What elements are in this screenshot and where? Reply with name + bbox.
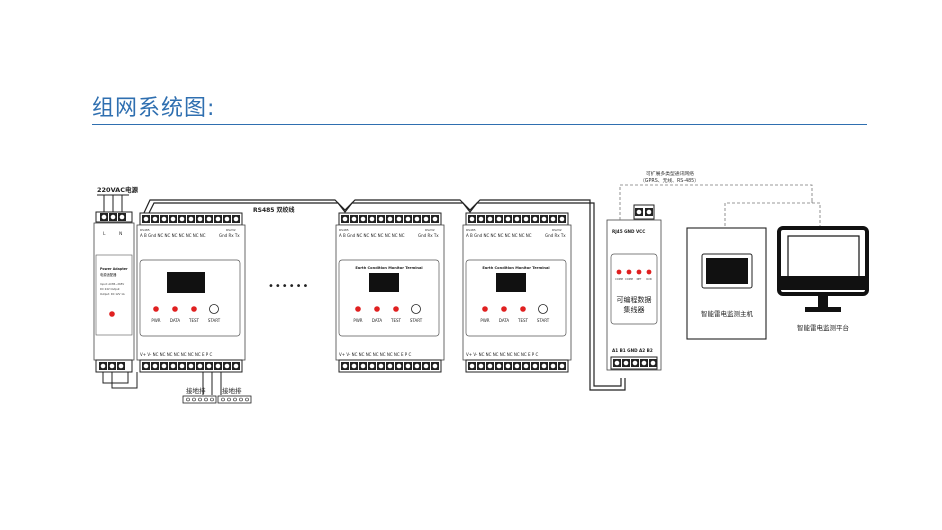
power-input-wires bbox=[97, 194, 129, 212]
top-screw-row bbox=[468, 215, 566, 223]
rs232-tag: RS232 bbox=[226, 228, 236, 232]
rs485-tag: RS485 bbox=[339, 228, 349, 232]
top-pin-labels: A B Gnd NC NC NC NC NC NC NC bbox=[140, 233, 206, 238]
host-label: 智能雷电监测主机 bbox=[701, 309, 754, 318]
data-collector-module: RJ45 GND VCC COMM COMM NET RUN 可编程数据 集线器… bbox=[606, 204, 662, 371]
data-led bbox=[172, 306, 178, 312]
ground-bar-label-1: 接地排 bbox=[186, 386, 206, 395]
collector-label-line2: 集线器 bbox=[624, 305, 645, 314]
terminal-N-label: N bbox=[119, 231, 122, 237]
device-name: Earth Condition Monitor Terminal bbox=[482, 266, 549, 270]
comm1-led bbox=[616, 269, 622, 275]
rs485-bus-wire bbox=[142, 199, 626, 391]
ground-bar-2 bbox=[217, 395, 252, 404]
ground-wiring bbox=[102, 372, 222, 395]
device-name: Earth Condition Monitor Terminal bbox=[355, 266, 422, 270]
power-supply-label: 220VAC电源 bbox=[97, 185, 138, 194]
test-led bbox=[393, 306, 399, 312]
rs485-bus-label: RS485 双绞线 bbox=[253, 206, 295, 214]
page-title: 组网系统图: bbox=[92, 96, 216, 121]
adapter-name: Power Adapter bbox=[100, 267, 128, 271]
communication-network-lines bbox=[619, 184, 821, 228]
test-label: TEST bbox=[517, 318, 529, 323]
adapter-spec-3: Output: DC 12V 1A bbox=[100, 292, 125, 296]
data-label: DATA bbox=[499, 318, 510, 323]
monitoring-host-unit: 智能雷电监测主机 bbox=[686, 227, 767, 340]
run-led-label: RUN bbox=[646, 278, 651, 281]
collector-bottom-pins: A1 B1 GND A2 B2 bbox=[612, 348, 653, 353]
test-label: TEST bbox=[188, 318, 200, 323]
network-note-line1: 可扩展多类型通讯网络 bbox=[646, 170, 694, 177]
title-underline bbox=[92, 124, 867, 125]
ground-bar-label-2: 接地排 bbox=[222, 386, 242, 395]
start-label: START bbox=[410, 318, 423, 323]
data-led bbox=[374, 306, 380, 312]
net-led bbox=[636, 269, 642, 275]
rs232-tag: RS232 bbox=[425, 228, 435, 232]
pwr-led bbox=[355, 306, 361, 312]
display-screen bbox=[167, 272, 205, 293]
more-devices-ellipsis: •••••• bbox=[268, 281, 309, 292]
comm2-led bbox=[626, 269, 632, 275]
rs485-tag: RS485 bbox=[466, 228, 476, 232]
start-label: START bbox=[537, 318, 550, 323]
display-screen bbox=[369, 273, 399, 292]
top-pin-labels-right: Gnd Rx Tx bbox=[418, 233, 439, 238]
pwr-led bbox=[482, 306, 488, 312]
power-adapter-module: L N Power Adapter 电源适配器 Input: AC85~265V… bbox=[93, 211, 135, 373]
top-screw-row bbox=[142, 215, 240, 223]
start-button bbox=[209, 304, 219, 314]
adapter-spec-2: DC 24V Output bbox=[100, 287, 120, 291]
net-led-label: NET bbox=[637, 278, 642, 281]
top-pin-labels: A B Gnd NC NC NC NC NC NC NC bbox=[466, 233, 532, 238]
rs232-tag: RS232 bbox=[552, 228, 562, 232]
pwr-label: PWR bbox=[151, 318, 160, 323]
test-led bbox=[191, 306, 197, 312]
run-led bbox=[646, 269, 652, 275]
start-button bbox=[411, 304, 421, 314]
comm1-led-label: COMM bbox=[615, 278, 623, 281]
top-pin-labels-right: Gnd Rx Tx bbox=[219, 233, 240, 238]
adapter-spec-1: Input: AC85~265V bbox=[100, 282, 124, 286]
test-label: TEST bbox=[390, 318, 402, 323]
platform-label: 智能雷电监测平台 bbox=[797, 323, 849, 332]
top-pin-labels: A B Gnd NC NC NC NC NC NC NC bbox=[339, 233, 405, 238]
top-screw-row bbox=[341, 215, 439, 223]
display-screen bbox=[496, 273, 526, 292]
monitor-terminal-3: RS485 RS232 A B Gnd NC NC NC NC NC NC NC… bbox=[462, 212, 572, 373]
bottom-pin-labels: V+ V- NC NC NC NC NC NC NC E P C bbox=[140, 352, 212, 357]
data-led bbox=[501, 306, 507, 312]
pwr-label: PWR bbox=[480, 318, 489, 323]
test-led bbox=[520, 306, 526, 312]
bottom-screw-row bbox=[341, 362, 439, 370]
monitor-terminal-1: RS485 RS232 A B Gnd NC NC NC NC NC NC NC… bbox=[136, 212, 246, 373]
start-button bbox=[538, 304, 548, 314]
comm2-led-label: COMM bbox=[625, 278, 633, 281]
rs485-tag: RS485 bbox=[140, 228, 150, 232]
pwr-label: PWR bbox=[353, 318, 362, 323]
ground-bar-1 bbox=[182, 395, 217, 404]
network-note-line2: （GPRS、无线、RS-485） bbox=[640, 177, 699, 184]
start-label: START bbox=[208, 318, 221, 323]
bottom-screw-row bbox=[468, 362, 566, 370]
data-label: DATA bbox=[170, 318, 181, 323]
data-label: DATA bbox=[372, 318, 383, 323]
monitoring-platform-monitor: 智能雷电监测平台 bbox=[777, 226, 869, 332]
monitor-terminal-2: RS485 RS232 A B Gnd NC NC NC NC NC NC NC… bbox=[335, 212, 445, 373]
bottom-screw-row bbox=[142, 362, 240, 370]
collector-top-pins: RJ45 GND VCC bbox=[612, 229, 645, 234]
top-pin-labels-right: Gnd Rx Tx bbox=[545, 233, 566, 238]
adapter-power-led bbox=[109, 311, 115, 317]
collector-label-line1: 可编程数据 bbox=[617, 295, 652, 304]
adapter-name-cn: 电源适配器 bbox=[100, 272, 117, 277]
pwr-led bbox=[153, 306, 159, 312]
bottom-pin-labels: V+ V- NC NC NC NC NC NC NC E P C bbox=[466, 352, 538, 357]
terminal-L-label: L bbox=[103, 231, 106, 237]
bottom-pin-labels: V+ V- NC NC NC NC NC NC NC E P C bbox=[339, 352, 411, 357]
